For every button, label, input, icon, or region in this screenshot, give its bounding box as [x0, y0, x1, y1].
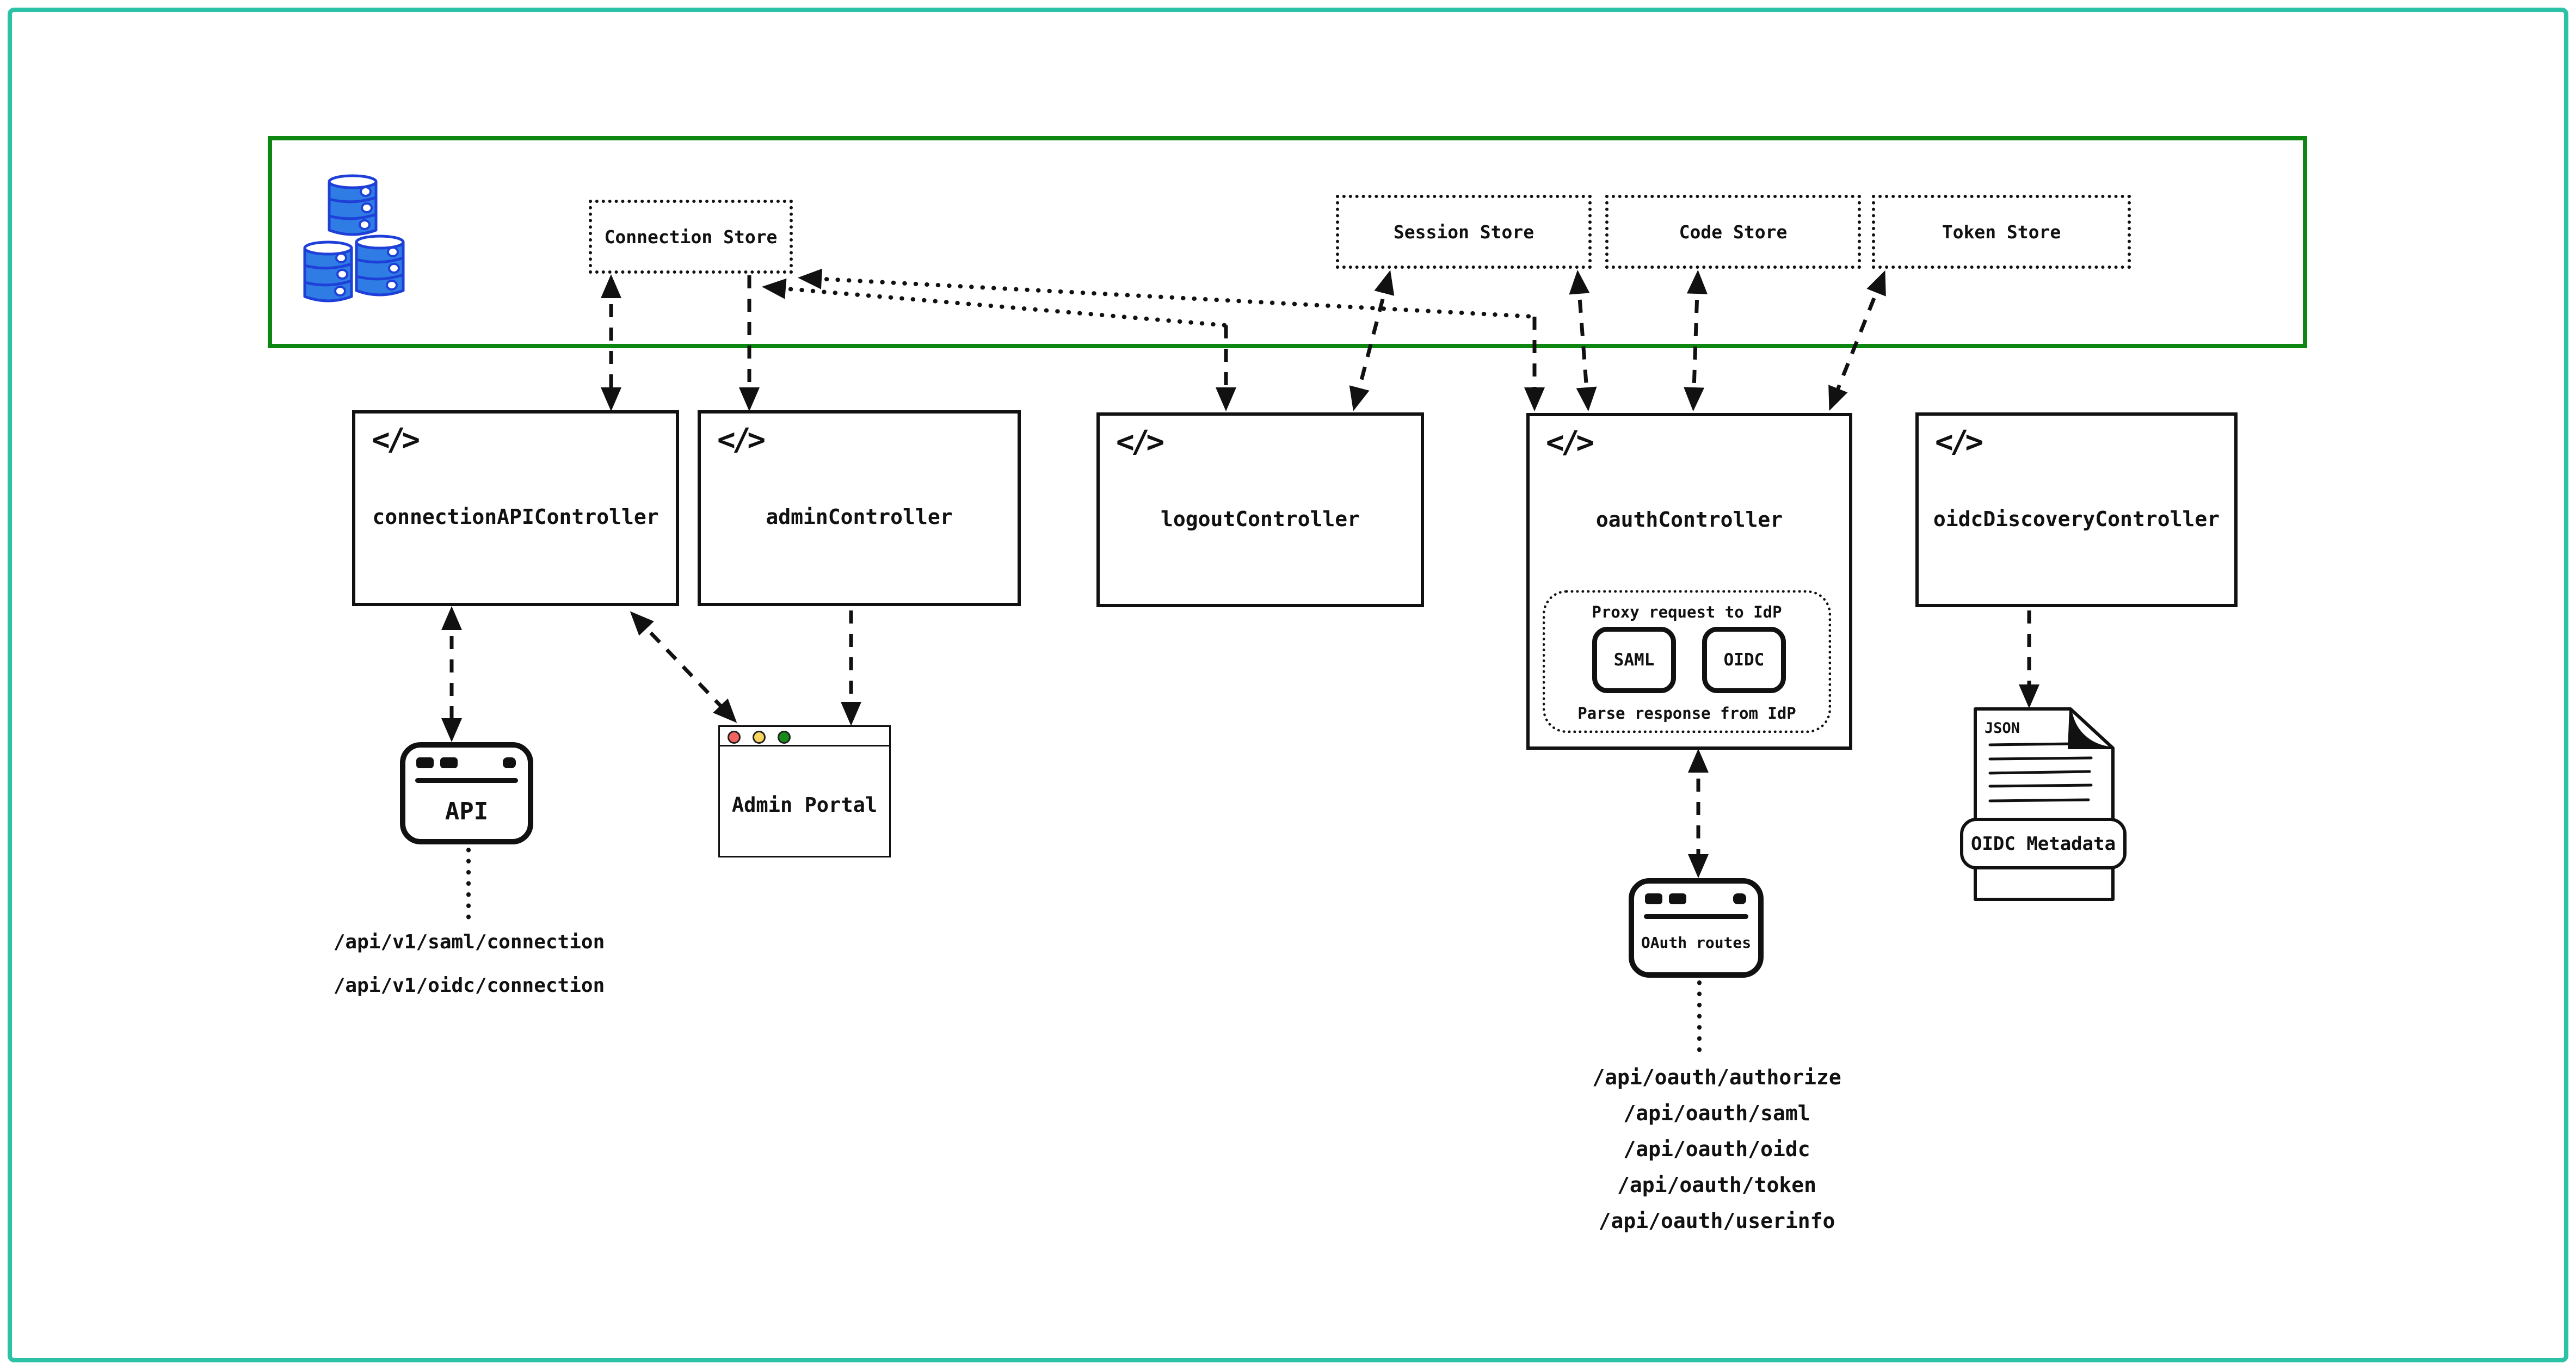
logout-controller-label: logoutController: [1160, 507, 1360, 531]
code-store-label: Code Store: [1679, 221, 1788, 243]
code-icon: </>: [1546, 425, 1594, 460]
route-item: /api/v1/oidc/connection: [333, 974, 605, 997]
connection-store-label: Connection Store: [604, 226, 778, 248]
window-button-icon: [503, 757, 516, 768]
oauth-routes-window-icon: OAuth routes: [1629, 878, 1764, 978]
admin-controller-box: </> adminController: [698, 410, 1021, 606]
window-button-icon: [440, 757, 458, 768]
code-icon: </>: [1116, 424, 1164, 460]
route-item: /api/oauth/oidc: [1623, 1137, 1810, 1161]
logout-controller-box: </> logoutController: [1096, 412, 1424, 607]
route-item: /api/oauth/authorize: [1592, 1065, 1841, 1089]
outer-frame: [8, 8, 2568, 1362]
window-toolbar-rule: [415, 778, 518, 783]
code-icon: </>: [1935, 424, 1983, 460]
oauth-controller-box: </> oauthController Proxy request to IdP…: [1526, 413, 1852, 750]
api-window-label: API: [445, 798, 489, 825]
minimize-traffic-light-icon: [753, 731, 766, 744]
route-item: /api/v1/saml/connection: [333, 931, 605, 953]
window-button-icon: [1645, 893, 1662, 904]
code-store-box: Code Store: [1605, 195, 1861, 269]
close-traffic-light-icon: [728, 731, 741, 744]
window-button-icon: [416, 757, 434, 768]
connection-api-controller-label: connectionAPIController: [372, 505, 659, 529]
api-window-icon: API: [400, 742, 533, 844]
token-store-label: Token Store: [1942, 221, 2061, 243]
saml-protocol-box: SAML: [1592, 627, 1676, 693]
connection-api-route-list: /api/v1/saml/connection /api/v1/oidc/con…: [294, 921, 644, 1008]
admin-portal-titlebar: [720, 727, 889, 746]
oidc-metadata-banner: OIDC Metadata: [1960, 818, 2127, 869]
window-toolbar-rule: [1644, 914, 1748, 919]
oidc-protocol-box: OIDC: [1702, 627, 1786, 693]
oidc-label: OIDC: [1723, 650, 1765, 670]
route-item: /api/oauth/token: [1617, 1173, 1817, 1197]
saml-label: SAML: [1613, 650, 1655, 670]
oidc-discovery-controller-box: </> oidcDiscoveryController: [1915, 412, 2238, 607]
oidc-metadata-label: OIDC Metadata: [1970, 832, 2116, 855]
window-button-icon: [1733, 893, 1746, 904]
code-icon: </>: [717, 422, 766, 458]
admin-portal-window: Admin Portal: [718, 725, 891, 857]
proxy-request-label: Proxy request to IdP: [1592, 603, 1782, 621]
code-icon: </>: [372, 422, 420, 458]
oauth-route-list: /api/oauth/authorize /api/oauth/saml /ap…: [1543, 1059, 1891, 1239]
folded-corner-icon: [2068, 708, 2114, 749]
route-item: /api/oauth/saml: [1623, 1101, 1810, 1125]
oauth-controller-label: oauthController: [1595, 508, 1783, 532]
route-item: /api/oauth/userinfo: [1598, 1209, 1835, 1233]
maximize-traffic-light-icon: [778, 731, 791, 744]
oidc-discovery-controller-label: oidcDiscoveryController: [1933, 507, 2220, 531]
token-store-box: Token Store: [1872, 195, 2131, 269]
connection-api-controller-box: </> connectionAPIController: [352, 410, 679, 606]
session-store-label: Session Store: [1393, 221, 1534, 243]
admin-portal-label: Admin Portal: [731, 793, 878, 817]
session-store-box: Session Store: [1336, 195, 1592, 269]
parse-response-label: Parse response from IdP: [1577, 704, 1796, 723]
admin-controller-label: adminController: [766, 505, 953, 529]
connection-store-box: Connection Store: [589, 200, 793, 274]
window-button-icon: [1669, 893, 1686, 904]
json-document-icon: JSON: [1974, 707, 2115, 901]
json-file-type-label: JSON: [1985, 720, 2020, 737]
database-icon: [303, 174, 405, 303]
oauth-routes-window-label: OAuth routes: [1641, 934, 1752, 952]
idp-proxy-box: Proxy request to IdP SAML OIDC Parse res…: [1543, 590, 1831, 733]
